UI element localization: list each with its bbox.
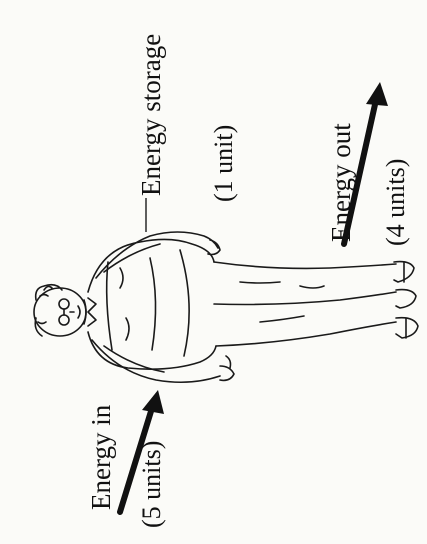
in-amount-label: (5 units)	[137, 441, 166, 528]
out-amount-label: (4 units)	[381, 159, 410, 246]
energy-out-label: Energy out	[326, 123, 356, 242]
energy-in-label: Energy in	[86, 404, 116, 510]
glasses-lens-right	[59, 315, 69, 325]
energy-in-arrow-head	[142, 390, 164, 414]
glasses-lens-left	[59, 299, 69, 309]
storage-amount-label: (1 unit)	[209, 125, 238, 202]
person-legs	[214, 262, 396, 346]
person-figure	[34, 232, 418, 382]
person-feet	[394, 262, 418, 338]
person-head	[34, 285, 86, 336]
energy-storage-label: Energy storage	[136, 34, 166, 196]
person-torso	[88, 239, 216, 369]
person-arm-right	[92, 340, 234, 382]
energy-out-arrow-head	[366, 82, 388, 106]
